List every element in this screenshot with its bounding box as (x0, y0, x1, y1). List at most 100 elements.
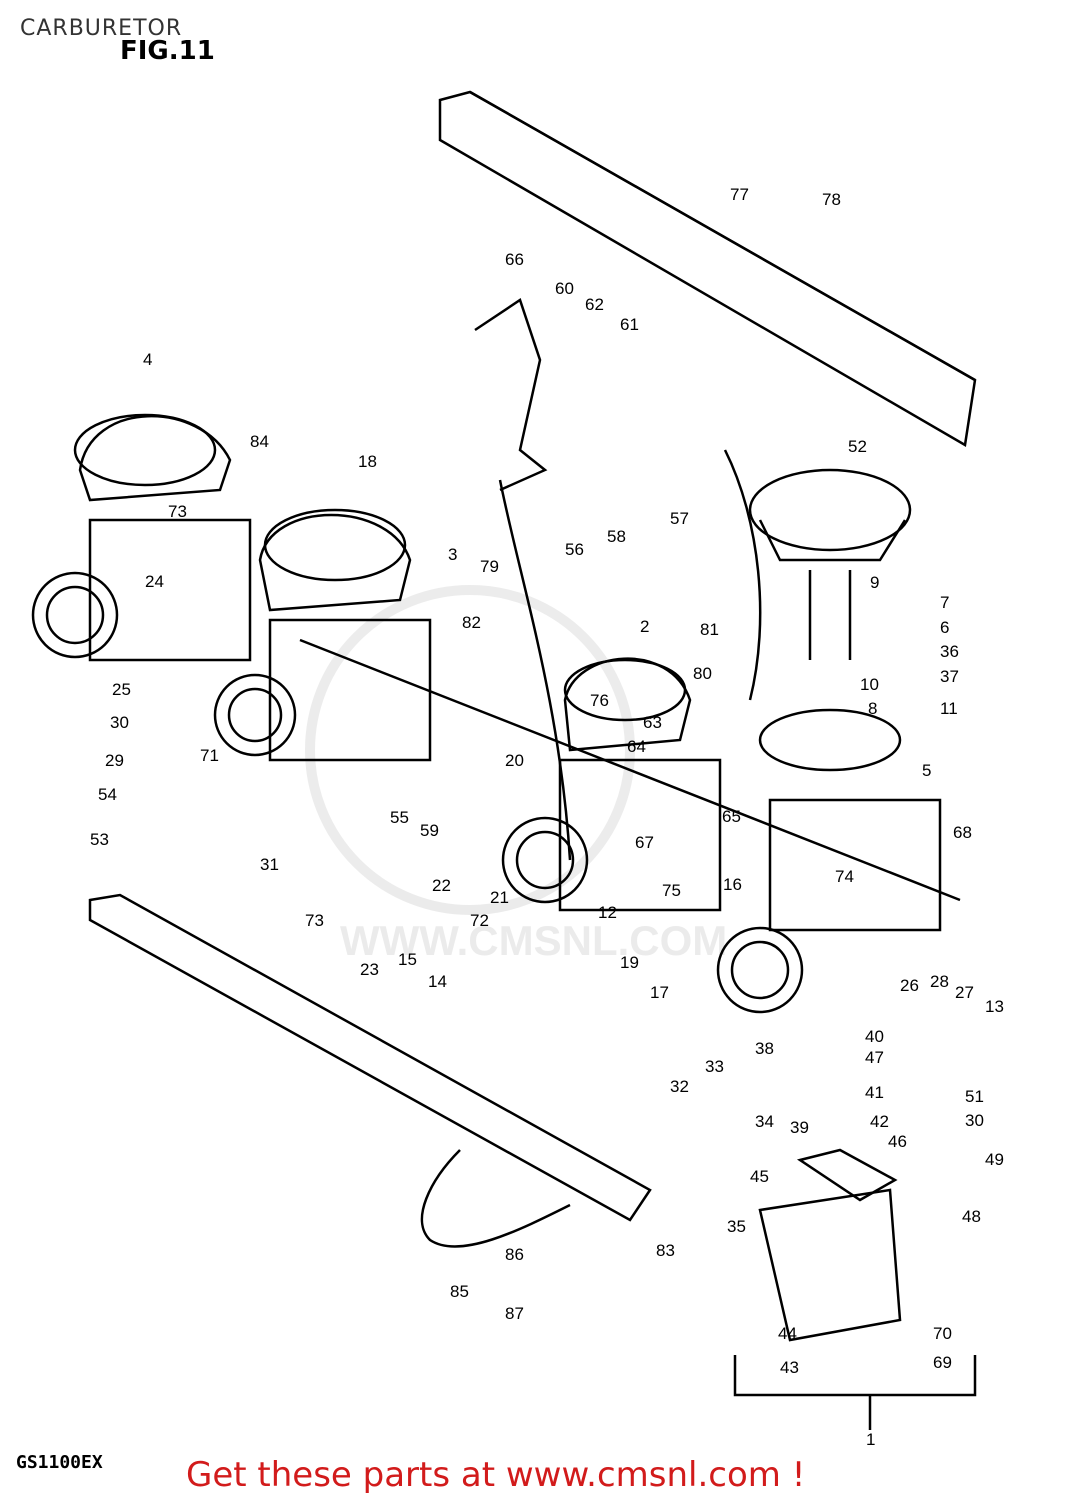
part-callout-68: 68 (953, 823, 972, 842)
part-callout-69: 69 (933, 1353, 952, 1372)
bracket-1 (733, 1355, 977, 1397)
part-callout-15: 15 (398, 950, 417, 969)
part-callout-22: 22 (432, 876, 451, 895)
part-callout-9: 9 (870, 573, 879, 592)
part-callout-40: 40 (865, 1027, 884, 1046)
carburetor-body-3 (501, 657, 722, 912)
part-callout-32: 32 (670, 1077, 689, 1096)
throttle-shaft (299, 638, 961, 902)
carburetor-body-2 (213, 508, 432, 762)
part-callout-46: 46 (888, 1132, 907, 1151)
part-callout-86: 86 (505, 1245, 524, 1264)
float-bowl (758, 1148, 902, 1342)
part-callout-34: 34 (755, 1112, 774, 1131)
part-callout-21: 21 (490, 888, 509, 907)
part-callout-58: 58 (607, 527, 626, 546)
part-callout-73b: 73 (305, 911, 324, 930)
part-callout-62: 62 (585, 295, 604, 314)
part-callout-72: 72 (470, 911, 489, 930)
part-callout-81: 81 (700, 620, 719, 639)
drawing (31, 90, 977, 1430)
part-callout-37: 37 (940, 667, 959, 686)
part-callout-1: 1 (866, 1430, 875, 1449)
part-callout-82: 82 (462, 613, 481, 632)
part-callout-53: 53 (90, 830, 109, 849)
part-callout-52: 52 (848, 437, 867, 456)
part-callout-19: 19 (620, 953, 639, 972)
part-callout-10: 10 (860, 675, 879, 694)
part-callout-39: 39 (790, 1118, 809, 1137)
part-callout-30: 30 (110, 713, 129, 732)
part-callout-12: 12 (598, 903, 617, 922)
part-callout-74: 74 (835, 867, 854, 886)
part-callout-84: 84 (250, 432, 269, 451)
part-callout-11: 11 (940, 699, 958, 718)
part-callout-60: 60 (555, 279, 574, 298)
part-callout-45: 45 (750, 1167, 769, 1186)
bracket-66 (474, 298, 548, 492)
part-callout-56: 56 (565, 540, 584, 559)
part-callout-59: 59 (420, 821, 439, 840)
part-callout-70: 70 (933, 1324, 952, 1343)
part-callout-71: 71 (200, 746, 219, 765)
hose-81 (723, 449, 762, 701)
carburetor-body-1 (31, 413, 252, 662)
part-callout-80: 80 (693, 664, 712, 683)
part-callout-8: 8 (868, 699, 877, 718)
part-callout-18: 18 (358, 452, 377, 471)
part-callout-75: 75 (662, 881, 681, 900)
part-callout-5: 5 (922, 761, 931, 780)
part-callout-67: 67 (635, 833, 654, 852)
bottom-mounting-plate (88, 893, 652, 1222)
part-callout-85: 85 (450, 1282, 469, 1301)
carburetor-body-4 (716, 468, 942, 1014)
part-callout-43: 43 (780, 1358, 799, 1377)
part-callout-63: 63 (643, 713, 662, 732)
part-callout-13: 13 (985, 997, 1004, 1016)
part-callout-3: 3 (448, 545, 457, 564)
part-callout-4: 4 (143, 350, 152, 369)
part-callout-31: 31 (260, 855, 279, 874)
watermark-text: WWW.CMSNL.COM (340, 917, 727, 964)
part-callout-49: 49 (985, 1150, 1004, 1169)
part-callout-51: 51 (965, 1087, 984, 1106)
part-callout-29: 29 (105, 751, 124, 770)
part-callout-6: 6 (940, 618, 949, 637)
part-callout-41: 41 (865, 1083, 884, 1102)
part-callout-17: 17 (650, 983, 669, 1002)
part-callout-14: 14 (428, 972, 447, 991)
part-callout-16: 16 (723, 875, 742, 894)
part-callout-38: 38 (755, 1039, 774, 1058)
part-callout-27: 27 (955, 983, 974, 1002)
part-callout-25: 25 (112, 680, 131, 699)
page-title: CARBURETOR (20, 16, 183, 41)
part-callout-23: 23 (360, 960, 379, 979)
part-callout-77: 77 (730, 185, 749, 204)
part-callout-57: 57 (670, 509, 689, 528)
part-callout-76: 76 (590, 691, 609, 710)
part-callout-26: 26 (900, 976, 919, 995)
part-callout-54: 54 (98, 785, 117, 804)
part-callout-87: 87 (505, 1304, 524, 1323)
part-callout-66: 66 (505, 250, 524, 269)
model-code: GS1100EX (16, 1452, 103, 1473)
part-callout-42: 42 (870, 1112, 889, 1131)
cta-text[interactable]: Get these parts at www.cmsnl.com ! (186, 1455, 806, 1495)
part-callout-47: 47 (865, 1048, 884, 1067)
part-callout-44: 44 (778, 1324, 797, 1343)
part-callout-30b: 30 (965, 1111, 984, 1130)
part-callout-33: 33 (705, 1057, 724, 1076)
top-mounting-plate (438, 90, 977, 448)
cable-79 (498, 479, 572, 861)
wire-85 (420, 1149, 571, 1248)
part-callout-78: 78 (822, 190, 841, 209)
part-callout-24: 24 (145, 572, 164, 591)
part-callout-7: 7 (940, 593, 949, 612)
part-callout-79: 79 (480, 557, 499, 576)
watermark: WWW.CMSNL.COM (305, 585, 727, 964)
part-callout-28: 28 (930, 972, 949, 991)
part-callout-36: 36 (940, 642, 959, 661)
part-callout-83: 83 (656, 1241, 675, 1260)
